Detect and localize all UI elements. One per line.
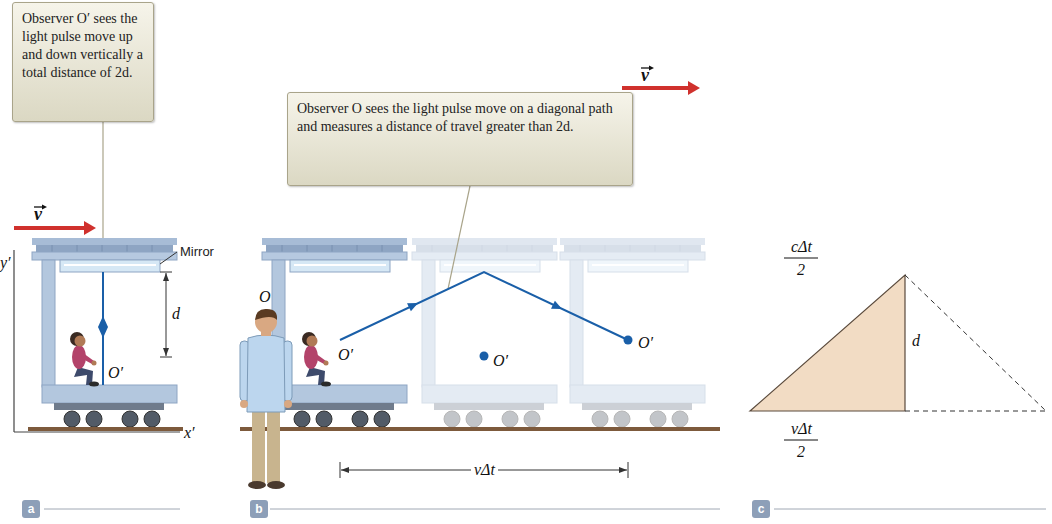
fraction-numerator: cΔt (791, 238, 812, 256)
dimension-label: d (172, 305, 180, 323)
train-car (28, 238, 183, 431)
vector-label: v (641, 66, 649, 84)
callout-box: Observer O′ sees the light pulse move up… (12, 2, 154, 122)
callout-box: Observer O sees the light pulse move on … (287, 92, 633, 186)
position-dot (624, 336, 633, 345)
arrowhead (42, 205, 47, 210)
part-label: Mirror (180, 244, 214, 260)
panel-tag: c (752, 500, 770, 518)
fraction-bar (784, 258, 818, 259)
dashed-line (905, 275, 1046, 411)
panel-rule (774, 509, 1046, 510)
arrowhead (341, 467, 349, 473)
train-car (408, 238, 563, 431)
vector-label: v (34, 205, 42, 223)
panel-tag: a (22, 500, 40, 518)
observer-label: O′ (493, 352, 508, 370)
observer-label: O′ (338, 346, 353, 364)
observer-label: O′ (108, 364, 123, 382)
panel-letter: b (255, 501, 263, 517)
panel-tag: b (250, 500, 268, 518)
x-axis (14, 431, 180, 432)
fraction-denominator: 2 (797, 261, 805, 279)
arrowhead (98, 327, 108, 338)
train-car (556, 238, 711, 431)
callout-text: Observer O sees the light pulse move on … (297, 100, 623, 136)
dimension-label: d (912, 332, 920, 350)
arrowhead (407, 303, 418, 311)
callout-text: Observer O′ sees the light pulse move up… (22, 10, 144, 82)
arrowhead (98, 316, 108, 327)
leader-line (160, 252, 177, 264)
triangle (750, 275, 905, 411)
axis-label: y′ (0, 254, 11, 272)
arrowhead (688, 81, 700, 95)
arrowhead (649, 66, 654, 71)
observer-figure (302, 332, 331, 387)
panel-rule (270, 509, 720, 510)
fraction-bar (784, 440, 818, 441)
dimension-line (160, 272, 172, 357)
velocity-arrow (14, 226, 86, 230)
panel-rule (44, 509, 180, 510)
observer-label: O (259, 288, 271, 306)
axis-label: x′ (184, 424, 195, 442)
dimension-label: vΔt (471, 461, 498, 479)
fraction-denominator: 2 (797, 443, 805, 461)
arrowhead (551, 301, 562, 309)
dashed-line (905, 411, 1046, 412)
arrowhead (84, 221, 96, 235)
arrowhead (619, 467, 627, 473)
fraction-numerator: vΔt (791, 420, 812, 438)
observer-figure (70, 332, 99, 387)
light-path (340, 272, 628, 340)
callout-pointer (448, 186, 470, 289)
dimension-line (340, 462, 628, 478)
position-dot (480, 352, 489, 361)
panel-letter: c (757, 501, 765, 517)
arrowhead (163, 348, 169, 356)
observer-label: O′ (638, 334, 653, 352)
velocity-arrow (622, 86, 690, 90)
arrowhead (163, 273, 169, 281)
y-axis (13, 250, 14, 432)
standing-observer (240, 309, 292, 489)
panel-letter: a (27, 501, 35, 517)
